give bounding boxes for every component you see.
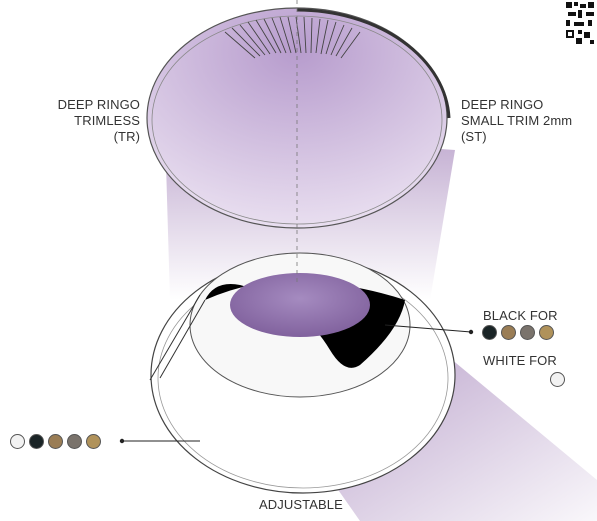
- label-white-for: WHITE FOR: [483, 353, 557, 369]
- swatch-bronze: [48, 434, 63, 449]
- swatch-bronze: [501, 325, 516, 340]
- inner-purple-lens: [230, 273, 370, 337]
- top-fixture: [147, 0, 449, 230]
- label-adjustable: ADJUSTABLE: [259, 497, 343, 513]
- swatch-grey: [520, 325, 535, 340]
- swatches-white-for: [550, 372, 565, 387]
- swatch-black: [482, 325, 497, 340]
- qr-code-icon: [564, 0, 597, 46]
- label-trimless: DEEP RINGO TRIMLESS (TR): [30, 97, 140, 145]
- swatch-black: [29, 434, 44, 449]
- swatch-gold: [86, 434, 101, 449]
- swatch-white: [550, 372, 565, 387]
- swatch-gold: [539, 325, 554, 340]
- swatch-white: [10, 434, 25, 449]
- label-black-for: BLACK FOR: [483, 308, 558, 324]
- swatch-grey: [67, 434, 82, 449]
- swatches-adjustable: [10, 434, 101, 449]
- swatches-black-for: [482, 325, 554, 340]
- label-small-trim: DEEP RINGO SMALL TRIM 2mm (ST): [461, 97, 597, 145]
